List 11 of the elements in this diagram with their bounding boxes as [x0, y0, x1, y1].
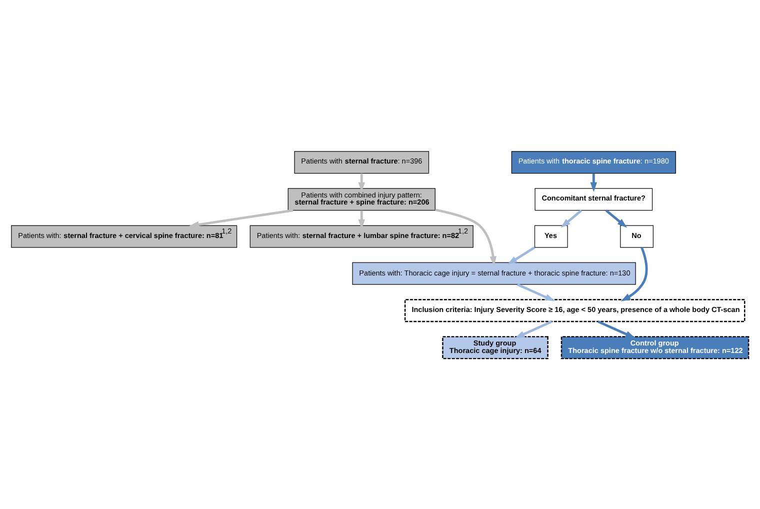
arrow [516, 282, 555, 301]
arrow [434, 208, 497, 266]
arrow [507, 246, 536, 264]
arrow [605, 208, 628, 228]
arrow [620, 246, 648, 301]
arrow [560, 208, 582, 228]
arrow [358, 172, 366, 192]
arrow [189, 208, 294, 228]
arrow [590, 172, 598, 192]
arrow [598, 320, 636, 338]
arrow [358, 210, 366, 229]
